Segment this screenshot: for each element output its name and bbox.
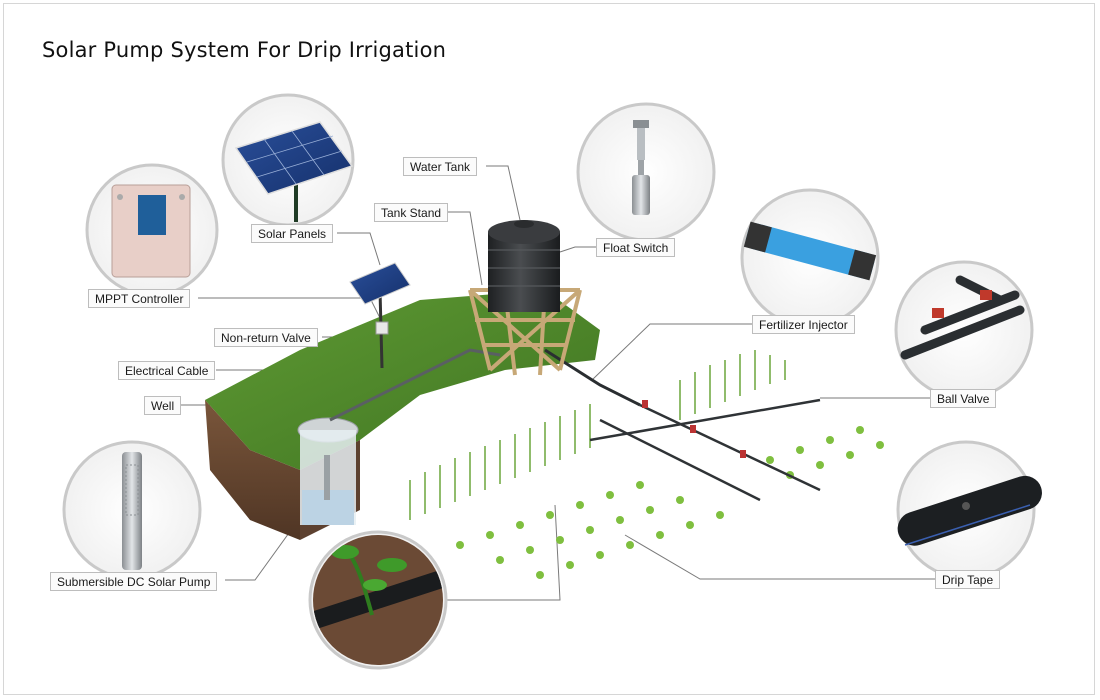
mppt-controller-label: MPPT Controller (88, 289, 191, 308)
grass-platform (205, 290, 600, 470)
corn-field (409, 350, 786, 520)
drip-closeup-scene (313, 535, 443, 665)
drip-tape-label: Drip Tape (935, 570, 1001, 589)
water-tank (488, 232, 560, 312)
water-tank-top (488, 220, 560, 244)
water-tank-leader (486, 165, 521, 221)
mppt-display (138, 195, 166, 235)
water-tank-label: Water Tank (403, 157, 478, 176)
border-frame (3, 3, 1095, 695)
float-switch-body (632, 175, 650, 215)
fertilizer-leader (591, 323, 752, 381)
float-switch-leader (559, 246, 596, 253)
page-title: Solar Pump System For Drip Irrigation (42, 38, 447, 62)
drip-emitter-hole (962, 502, 970, 510)
submersible-pump-label: Submersible DC Solar Pump (50, 572, 218, 591)
valves (642, 400, 746, 458)
small-controller (375, 321, 389, 335)
solar-panels-leader (337, 232, 381, 266)
fertilizer-injector-label: Fertilizer Injector (752, 315, 855, 334)
tank-stand-leader (443, 211, 483, 286)
drip-closeup-leader (420, 504, 561, 601)
tank-stand-label: Tank Stand (374, 203, 449, 222)
ball-valve-handle (932, 308, 944, 318)
soil-cutaway (205, 400, 300, 540)
submersible-pump-body (122, 452, 142, 570)
mppt-leader (198, 297, 383, 323)
well-label: Well (144, 396, 182, 415)
float-switch-label: Float Switch (596, 238, 676, 257)
small-solar-panel (349, 262, 411, 305)
float-switch-rod (637, 120, 645, 160)
main-pipe (329, 348, 501, 422)
well-pump-mini (324, 455, 330, 500)
drip-tape-tube (897, 475, 1042, 546)
solar-panels-label: Solar Panels (251, 224, 334, 243)
ball-valve-label: Ball Valve (930, 389, 997, 408)
seedling-field (456, 426, 884, 579)
drip-tape-leader (624, 534, 935, 580)
electrical-cable-label: Electrical Cable (118, 361, 216, 380)
distribution-pipes (589, 398, 821, 502)
non-return-valve-label: Non-return Valve (214, 328, 318, 347)
fertilizer-injector-body (745, 223, 875, 279)
